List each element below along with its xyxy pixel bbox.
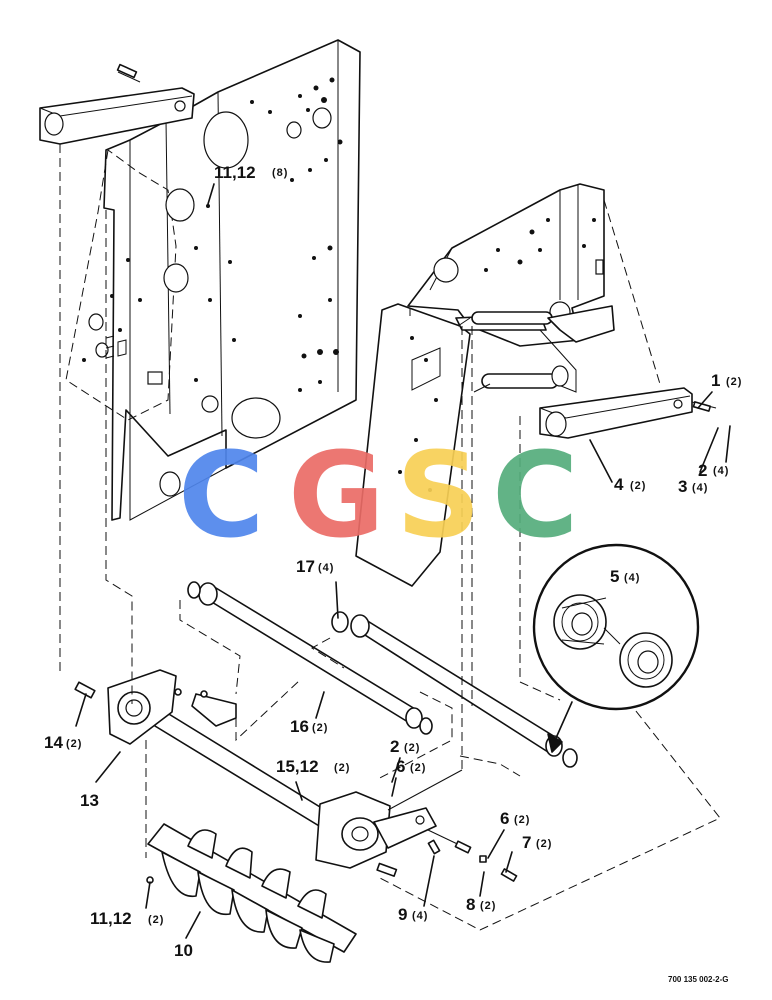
callout-10: 10 bbox=[174, 941, 193, 960]
callout-2-right: 2 bbox=[698, 461, 707, 480]
watermark-letter-4: C bbox=[492, 426, 579, 564]
callout-7-qty: (2) bbox=[536, 838, 552, 850]
callout-1: 1 bbox=[711, 371, 720, 390]
watermark-letter-2: G bbox=[288, 426, 385, 564]
callout-17: 17 bbox=[296, 557, 315, 576]
callout-6-right: 6 bbox=[500, 809, 509, 828]
callout-16-qty: (2) bbox=[312, 722, 328, 734]
right-arm-item4 bbox=[539, 387, 717, 439]
upper-roller-item16 bbox=[187, 581, 433, 735]
auger-shaft bbox=[74, 669, 437, 877]
callout-1-qty: (2) bbox=[726, 376, 742, 388]
callout-13: 13 bbox=[80, 791, 99, 810]
callout-14: 14 bbox=[44, 733, 63, 752]
hardware-bolts bbox=[146, 688, 518, 884]
bearing-pair-detail-icon bbox=[532, 543, 700, 753]
callout-6-center: 6 bbox=[396, 757, 405, 776]
auger-flighting-item10 bbox=[147, 823, 357, 963]
callout-15-12-qty: (2) bbox=[334, 762, 350, 774]
callout-2-right-qty: (4) bbox=[713, 465, 729, 477]
callout-labels: 1 (2) 2 (4) 3 (4) 4 (2) 5 (4) 17 (4) 16 … bbox=[44, 163, 742, 960]
callout-17-qty: (4) bbox=[318, 562, 334, 574]
callout-8: 8 bbox=[466, 895, 475, 914]
left-upper-arm bbox=[39, 63, 195, 145]
callout-16: 16 bbox=[290, 717, 309, 736]
callout-11-12-bottom: 11,12 bbox=[90, 909, 132, 928]
callout-4: 4 bbox=[614, 475, 624, 494]
callout-9: 9 bbox=[398, 905, 407, 924]
callout-11-12-top-qty: (8) bbox=[272, 167, 288, 179]
callout-3-qty: (4) bbox=[692, 482, 708, 494]
callout-4-qty: (2) bbox=[630, 480, 646, 492]
watermark-letter-3: S bbox=[396, 426, 481, 564]
callout-9-qty: (4) bbox=[412, 910, 428, 922]
watermark-logo: C G S C bbox=[178, 426, 579, 564]
callout-11-12-bottom-qty: (2) bbox=[148, 914, 164, 926]
left-side-sheet bbox=[65, 39, 361, 521]
callout-leaders bbox=[75, 183, 731, 939]
assembly-leader-lines bbox=[59, 144, 721, 931]
callout-6-right-qty: (2) bbox=[514, 814, 530, 826]
callout-2-center: 2 bbox=[390, 737, 399, 756]
callout-14-qty: (2) bbox=[66, 738, 82, 750]
callout-2-center-qty: (2) bbox=[404, 742, 420, 754]
watermark-letter-1: C bbox=[178, 426, 265, 564]
callout-5-qty: (4) bbox=[624, 572, 640, 584]
callout-8-qty: (2) bbox=[480, 900, 496, 912]
callout-11-12-top: 11,12 bbox=[214, 163, 256, 182]
callout-3: 3 bbox=[678, 477, 687, 496]
callout-7: 7 bbox=[522, 833, 531, 852]
callout-6-center-qty: (2) bbox=[410, 762, 426, 774]
callout-15-12: 15,12 bbox=[276, 757, 319, 776]
figure-number: 700 135 002-2-G bbox=[668, 975, 729, 984]
callout-5: 5 bbox=[610, 567, 619, 586]
rocker-linkage bbox=[455, 305, 615, 393]
